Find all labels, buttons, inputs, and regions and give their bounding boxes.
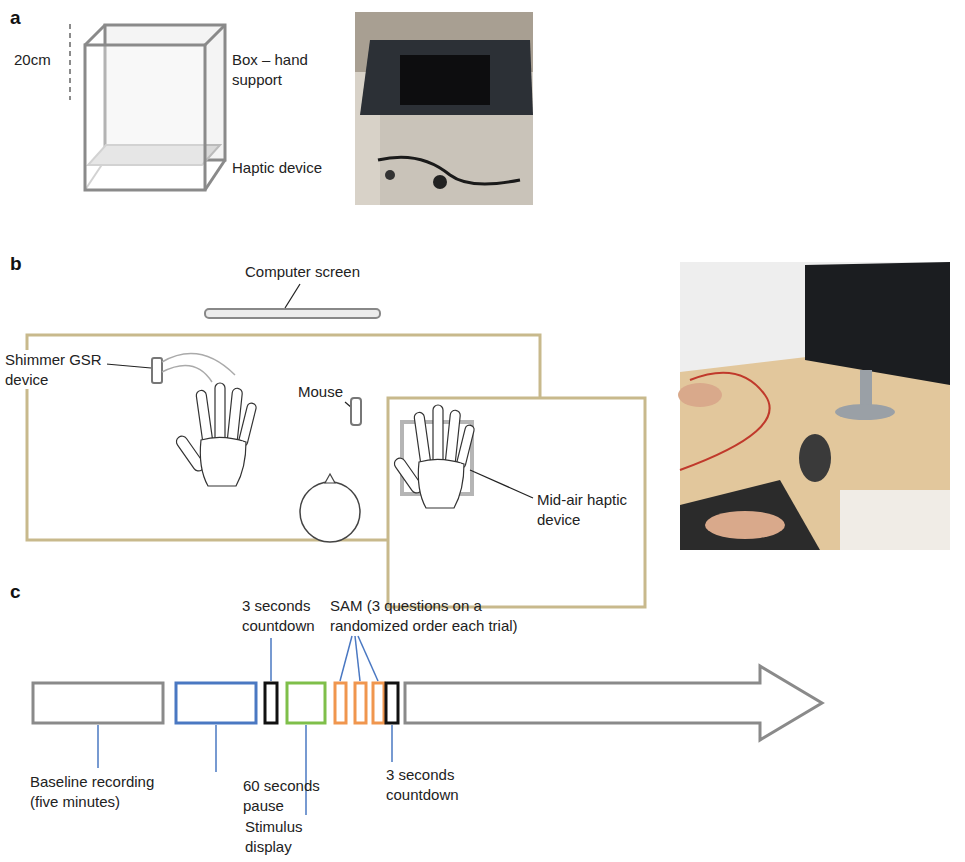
part-label: Mid-air haptic device bbox=[535, 490, 643, 529]
panel-letter: b bbox=[10, 252, 40, 277]
dimension-line bbox=[69, 24, 71, 100]
timeline-label: Stimulus display bbox=[245, 817, 327, 856]
panel-letter: a bbox=[10, 6, 40, 31]
part-label: Box – hand support bbox=[232, 50, 328, 89]
part-label: Haptic device bbox=[232, 158, 352, 178]
dimension-label: 20cm bbox=[14, 50, 68, 70]
timeline-label: 3 seconds countdown bbox=[242, 596, 332, 635]
photo-setup bbox=[678, 262, 950, 550]
timeline-label: Baseline recording (five minutes) bbox=[30, 772, 168, 811]
timeline-label: SAM (3 questions on a randomized order e… bbox=[330, 596, 542, 635]
box-drawing bbox=[85, 25, 225, 190]
timeline-label: 3 seconds countdown bbox=[386, 765, 476, 804]
part-label: Mouse bbox=[298, 382, 358, 402]
part-label: Shimmer GSR device bbox=[3, 350, 107, 389]
part-label: Computer screen bbox=[245, 262, 395, 282]
setup-schematic bbox=[27, 284, 645, 607]
panel-letter: c bbox=[10, 580, 40, 605]
photo-box bbox=[355, 12, 533, 205]
timeline bbox=[33, 666, 822, 740]
timeline-label: 60 seconds pause bbox=[243, 776, 333, 815]
